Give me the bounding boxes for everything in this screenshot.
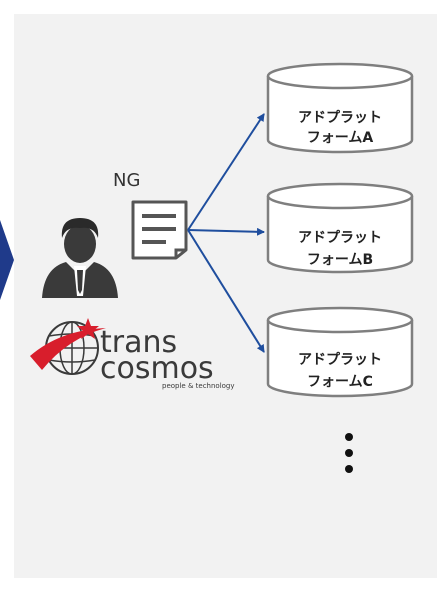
platform-cylinder-c: アドプラット フォームC — [266, 306, 414, 398]
platform-cylinder-b: アドプラット フォームB — [266, 182, 414, 274]
document-icon — [131, 200, 188, 260]
platform-label-line2: フォームB — [307, 252, 373, 268]
platform-label-line1: アドプラット — [298, 230, 382, 246]
more-dots-icon — [345, 433, 353, 473]
platform-label-line2: フォームA — [307, 130, 374, 146]
incoming-arrow-tip — [0, 220, 14, 300]
logo-tagline: people & technology — [162, 382, 235, 390]
logo-word-trans: trans — [100, 325, 177, 360]
transcosmos-logo: trans cosmos people & technology — [30, 318, 235, 390]
platform-label-line2: フォームC — [307, 374, 373, 390]
person-icon — [42, 218, 118, 298]
logo-word-cosmos: cosmos — [100, 351, 214, 386]
ng-label: NG — [113, 170, 140, 191]
connector-arrows — [187, 113, 265, 353]
platform-label-line1: アドプラット — [298, 352, 382, 368]
platform-label-line1: アドプラット — [298, 110, 382, 126]
globe-icon — [30, 318, 106, 375]
platform-cylinder-a: アドプラット フォームA — [266, 62, 414, 154]
